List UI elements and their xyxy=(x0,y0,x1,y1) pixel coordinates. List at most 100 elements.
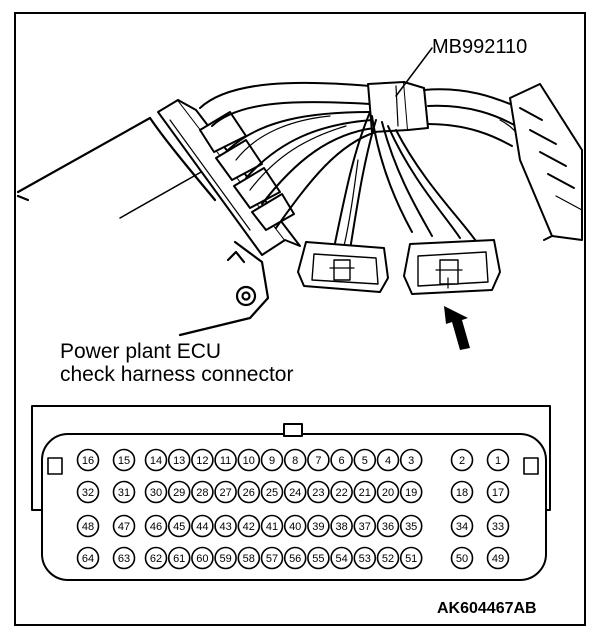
connector-pin-1: 1 xyxy=(486,448,510,472)
connector-pin-47: 47 xyxy=(112,514,136,538)
connector-pin-label: 61 xyxy=(173,553,185,565)
connector-pin-label: 38 xyxy=(335,521,347,533)
connector-pin-label: 63 xyxy=(118,553,130,565)
connector-pin-58: 58 xyxy=(237,546,261,570)
check-connector-1 xyxy=(297,241,389,293)
connector-pin-label: 11 xyxy=(220,455,231,467)
connector-pin-37: 37 xyxy=(353,514,377,538)
connector-pin-43: 43 xyxy=(214,514,237,538)
connector-pin-label: 35 xyxy=(405,521,417,533)
connector-pin-30: 30 xyxy=(144,480,168,504)
connector-pin-52: 52 xyxy=(376,546,400,570)
connector-pin-26: 26 xyxy=(237,480,261,504)
right-connector-block xyxy=(509,83,583,241)
connector-pin-11: 11 xyxy=(214,448,237,472)
connector-pin-label: 59 xyxy=(219,553,231,565)
connector-pin-label: 1 xyxy=(495,455,501,467)
harness-cables xyxy=(199,81,377,229)
connector-pin-2: 2 xyxy=(450,448,474,472)
connector-pin-label: 43 xyxy=(219,521,231,533)
connector-pin-label: 53 xyxy=(359,553,371,565)
connector-pin-48: 48 xyxy=(76,514,100,538)
ecu-body xyxy=(16,116,270,337)
tool-leader-line xyxy=(395,47,433,97)
connector-pin-24: 24 xyxy=(283,480,307,504)
connector-pin-46: 46 xyxy=(144,514,168,538)
connector-pin-label: 7 xyxy=(315,455,321,467)
connector-pin-14: 14 xyxy=(144,448,168,472)
connector-pin-28: 28 xyxy=(191,480,214,504)
connector-pin-label: 39 xyxy=(312,521,324,533)
figure-id-label: AK604467AB xyxy=(437,600,537,617)
tool-clamp-sleeve xyxy=(367,81,429,133)
connector-pin-label: 28 xyxy=(196,487,208,499)
connector-pin-label: 46 xyxy=(150,521,162,533)
connector-pin-label: 13 xyxy=(173,455,185,467)
connector-pin-label: 23 xyxy=(312,487,324,499)
connector-pin-62: 62 xyxy=(144,546,168,570)
connector-pin-label: 4 xyxy=(385,455,391,467)
connector-pin-label: 49 xyxy=(492,553,504,565)
connector-pin-34: 34 xyxy=(450,514,474,538)
connector-pin-label: 52 xyxy=(382,553,394,565)
connector-pin-label: 60 xyxy=(196,553,208,565)
connector-pin-label: 5 xyxy=(362,455,368,467)
connector-pin-53: 53 xyxy=(353,546,377,570)
connector-pin-41: 41 xyxy=(260,514,284,538)
connector-pin-label: 25 xyxy=(266,487,278,499)
connector-pin-35: 35 xyxy=(399,514,423,538)
connector-pin-12: 12 xyxy=(191,448,214,472)
connector-pin-31: 31 xyxy=(112,480,136,504)
connector-pin-label: 20 xyxy=(382,487,394,499)
connector-pin-42: 42 xyxy=(237,514,261,538)
connector-pin-18: 18 xyxy=(450,480,474,504)
connector-pin-label: 27 xyxy=(219,487,231,499)
connector-pin-label: 26 xyxy=(243,487,255,499)
ecu-side-connector xyxy=(157,99,301,256)
connector-pin-51: 51 xyxy=(399,546,423,570)
connector-pin-10: 10 xyxy=(237,448,261,472)
connector-pin-label: 9 xyxy=(269,455,275,467)
connector-pin-label: 12 xyxy=(196,455,208,467)
connector-pin-label: 17 xyxy=(492,487,504,499)
connector-pin-label: 54 xyxy=(335,553,347,565)
connector-pin-label: 56 xyxy=(289,553,301,565)
connector-pin-label: 19 xyxy=(405,487,417,499)
tool-number-label: MB992110 xyxy=(432,36,528,58)
connector-pin-label: 30 xyxy=(150,487,162,499)
connector-pin-39: 39 xyxy=(307,514,330,538)
connector-pin-label: 40 xyxy=(289,521,301,533)
connector-pin-label: 37 xyxy=(359,521,371,533)
connector-pin-44: 44 xyxy=(191,514,214,538)
connector-pin-label: 29 xyxy=(173,487,185,499)
connector-pin-label: 36 xyxy=(382,521,394,533)
connector-pin-label: 64 xyxy=(82,553,94,565)
connector-pin-label: 24 xyxy=(289,487,301,499)
connector-pin-13: 13 xyxy=(167,448,191,472)
connector-pin-8: 8 xyxy=(283,448,307,472)
connector-pin-32: 32 xyxy=(76,480,100,504)
connector-pin-label: 50 xyxy=(456,553,468,565)
connector-pin-49: 49 xyxy=(486,546,510,570)
connector-pin-label: 6 xyxy=(339,455,345,467)
connector-pin-label: 57 xyxy=(266,553,278,565)
connector-pin-40: 40 xyxy=(283,514,307,538)
connector-pin-label: 18 xyxy=(456,487,468,499)
connector-pin-23: 23 xyxy=(307,480,330,504)
connector-pin-label: 44 xyxy=(196,521,208,533)
connector-pin-label: 32 xyxy=(82,487,94,499)
connector-pin-7: 7 xyxy=(307,448,330,472)
connector-pin-label: 47 xyxy=(118,521,130,533)
connector-pin-label: 58 xyxy=(243,553,255,565)
connector-pin-label: 41 xyxy=(266,521,278,533)
connector-pin-label: 22 xyxy=(335,487,347,499)
connector-pin-55: 55 xyxy=(307,546,330,570)
connector-pin-36: 36 xyxy=(376,514,400,538)
connector-pin-20: 20 xyxy=(376,480,400,504)
connector-pin-label: 8 xyxy=(292,455,298,467)
connector-pin-label: 10 xyxy=(243,455,255,467)
connector-pin-label: 33 xyxy=(492,521,504,533)
connector-pin-label: 34 xyxy=(456,521,468,533)
connector-pin-label: 16 xyxy=(82,455,94,467)
